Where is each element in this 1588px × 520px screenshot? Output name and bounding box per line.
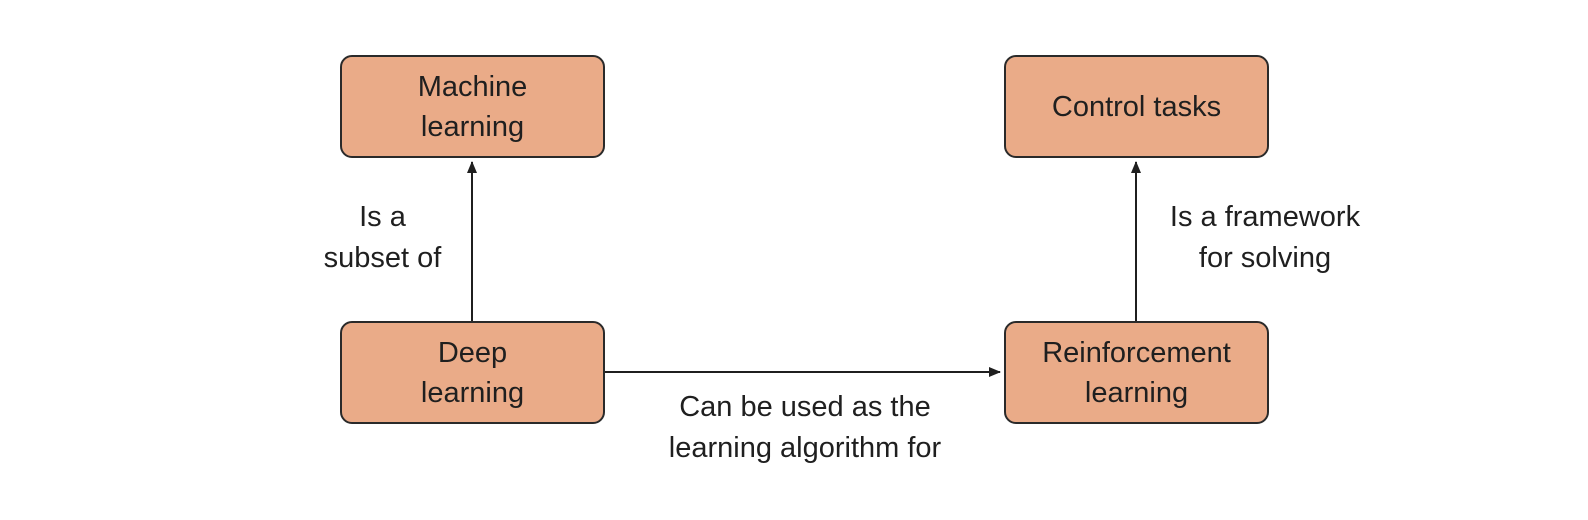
node-deep-learning-line-2: learning xyxy=(420,376,525,409)
node-control-tasks-line-1: Control tasks xyxy=(1051,90,1222,123)
node-reinforcement-learning-line-1: Reinforcement xyxy=(1042,336,1231,369)
edge-label-used-as: Can be used as the learning algorithm fo… xyxy=(640,387,970,469)
edge-label-framework-for-line-2: for solving xyxy=(1198,242,1332,274)
node-reinforcement-learning: Reinforcement learning xyxy=(1004,321,1269,424)
node-reinforcement-learning-line-2: learning xyxy=(1084,376,1189,409)
edge-label-subset-of-line-2: subset of xyxy=(323,242,442,274)
edge-label-framework-for: Is a framework for solving xyxy=(1150,197,1380,279)
edge-label-subset-of-line-1: Is a xyxy=(359,201,406,233)
edge-label-subset-of: Is a subset of xyxy=(310,197,455,279)
node-deep-learning: Deep learning xyxy=(340,321,605,424)
edge-label-used-as-line-1: Can be used as the xyxy=(679,391,931,423)
edge-label-framework-for-line-1: Is a framework xyxy=(1169,201,1361,233)
node-machine-learning: Machine learning xyxy=(340,55,605,158)
node-machine-learning-line-2: learning xyxy=(420,110,525,143)
node-control-tasks: Control tasks xyxy=(1004,55,1269,158)
edge-label-used-as-line-2: learning algorithm for xyxy=(668,432,942,464)
node-deep-learning-line-1: Deep xyxy=(437,336,508,369)
node-machine-learning-line-1: Machine xyxy=(417,70,528,103)
